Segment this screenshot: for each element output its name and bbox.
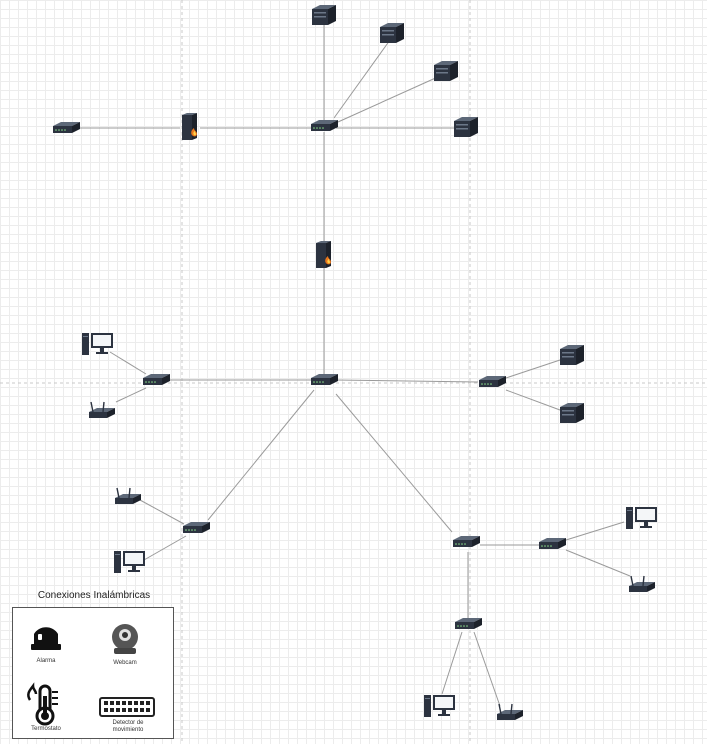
wireless-access-point-icon[interactable] <box>114 487 142 505</box>
wireless-access-point-icon[interactable] <box>628 575 656 593</box>
switch-icon[interactable] <box>183 522 210 533</box>
server-icon[interactable] <box>454 117 478 137</box>
switch-icon[interactable] <box>143 374 170 385</box>
legend-motion-label: Detector de movimiento <box>112 720 144 733</box>
desktop-pc-icon[interactable] <box>626 507 657 529</box>
switch-icon[interactable] <box>311 374 338 385</box>
switch-icon[interactable] <box>479 376 506 387</box>
router-icon[interactable] <box>311 120 338 131</box>
modem-icon[interactable] <box>53 122 80 133</box>
wireless-access-point-icon[interactable] <box>496 703 524 721</box>
legend-alarm-label: Alarma <box>36 658 56 664</box>
legend-box <box>12 607 174 739</box>
switch-icon[interactable] <box>455 618 482 629</box>
switch-icon[interactable] <box>539 538 566 549</box>
server-icon[interactable] <box>312 5 336 25</box>
wireless-access-point-icon[interactable] <box>88 401 116 419</box>
server-icon[interactable] <box>560 345 584 365</box>
desktop-pc-icon[interactable] <box>82 333 113 355</box>
server-icon[interactable] <box>380 23 404 43</box>
switch-icon[interactable] <box>453 536 480 547</box>
desktop-pc-icon[interactable] <box>424 695 455 717</box>
server-icon[interactable] <box>560 403 584 423</box>
desktop-pc-icon[interactable] <box>114 551 145 573</box>
connections <box>80 24 631 707</box>
legend-thermostat-label: Termostato <box>31 726 61 732</box>
server-icon[interactable] <box>434 61 458 81</box>
legend-webcam-label: Webcam <box>113 660 137 666</box>
legend-title: Conexiones Inalámbricas <box>37 590 151 601</box>
firewall-icon[interactable] <box>182 113 197 140</box>
firewall-icon[interactable] <box>316 241 331 268</box>
